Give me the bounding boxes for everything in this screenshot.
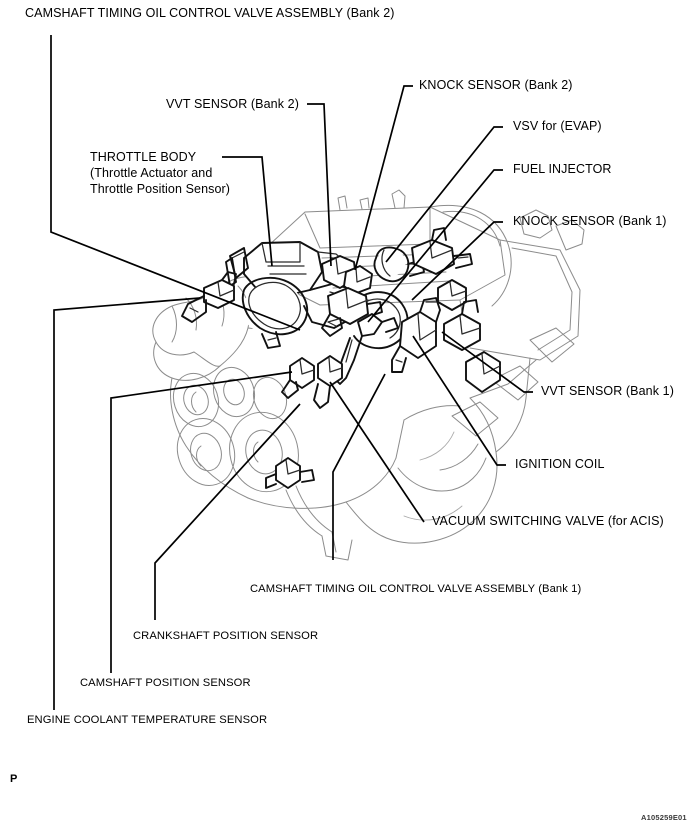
label-crankshaft-position-sensor: CRANKSHAFT POSITION SENSOR (133, 630, 319, 642)
lower-right-components-art (437, 279, 501, 393)
engine-components-art (181, 227, 501, 489)
leader-throttle-body (222, 156, 273, 267)
leader-camshaft-position-sensor (110, 371, 293, 673)
leader-ignition-coil (412, 335, 506, 466)
label-throttle-body-line-3: Throttle Position Sensor) (90, 182, 231, 196)
leader-knock-sensor-bank-2 (354, 85, 413, 271)
crankshaft-position-sensor-part (265, 457, 315, 489)
label-throttle-body-line-2: (Throttle Actuator and (90, 166, 213, 180)
label-camshaft-timing-bank-2: CAMSHAFT TIMING OIL CONTROL VALVE ASSEMB… (25, 6, 395, 20)
knock-sensor-bank2-part (343, 265, 373, 295)
leader-vvt-sensor-bank-1 (441, 331, 533, 393)
leader-crankshaft-position-sensor (154, 403, 301, 620)
label-engine-coolant-temp-sensor: ENGINE COOLANT TEMPERATURE SENSOR (27, 714, 268, 726)
fuel-injector-part (335, 313, 399, 385)
page-marker: P (10, 773, 18, 785)
label-vvt-sensor-bank-1: VVT SENSOR (Bank 1) (541, 384, 674, 398)
label-vacuum-switching-valve: VACUUM SWITCHING VALVE (for ACIS) (432, 514, 664, 528)
leader-engine-coolant-temp-sensor (53, 297, 201, 710)
label-camshaft-timing-bank-1: CAMSHAFT TIMING OIL CONTROL VALVE ASSEMB… (250, 583, 582, 595)
engine-body-art (152, 189, 585, 561)
knock-sensor-bank1-part (411, 227, 473, 275)
leader-camshaft-timing-bank-1 (332, 373, 386, 560)
ignition-coil-part (391, 297, 441, 373)
label-vvt-sensor-bank-2: VVT SENSOR (Bank 2) (166, 97, 299, 111)
leader-vsv-for-evap (385, 126, 503, 263)
camshaft-position-sensor-part (281, 357, 315, 399)
vacuum-switching-valve-part (313, 355, 343, 409)
figure-code: A105259E01 (641, 813, 687, 822)
label-vsv-for-evap: VSV for (EVAP) (513, 119, 602, 133)
leader-vvt-sensor-bank-2 (307, 103, 332, 267)
label-throttle-body: THROTTLE BODY (90, 150, 197, 164)
label-fuel-injector: FUEL INJECTOR (513, 162, 612, 176)
leader-lines (50, 35, 533, 710)
label-knock-sensor-bank-1: KNOCK SENSOR (Bank 1) (513, 214, 667, 228)
label-knock-sensor-bank-2: KNOCK SENSOR (Bank 2) (419, 78, 573, 92)
leader-vacuum-switching-valve (329, 381, 425, 523)
leader-fuel-injector (367, 169, 503, 323)
label-ignition-coil: IGNITION COIL (515, 457, 605, 471)
leader-knock-sensor-bank-1 (411, 221, 503, 301)
label-camshaft-position-sensor: CAMSHAFT POSITION SENSOR (80, 677, 251, 689)
left-sensor-part (181, 271, 237, 323)
leader-camshaft-timing-bank-2 (50, 35, 301, 331)
